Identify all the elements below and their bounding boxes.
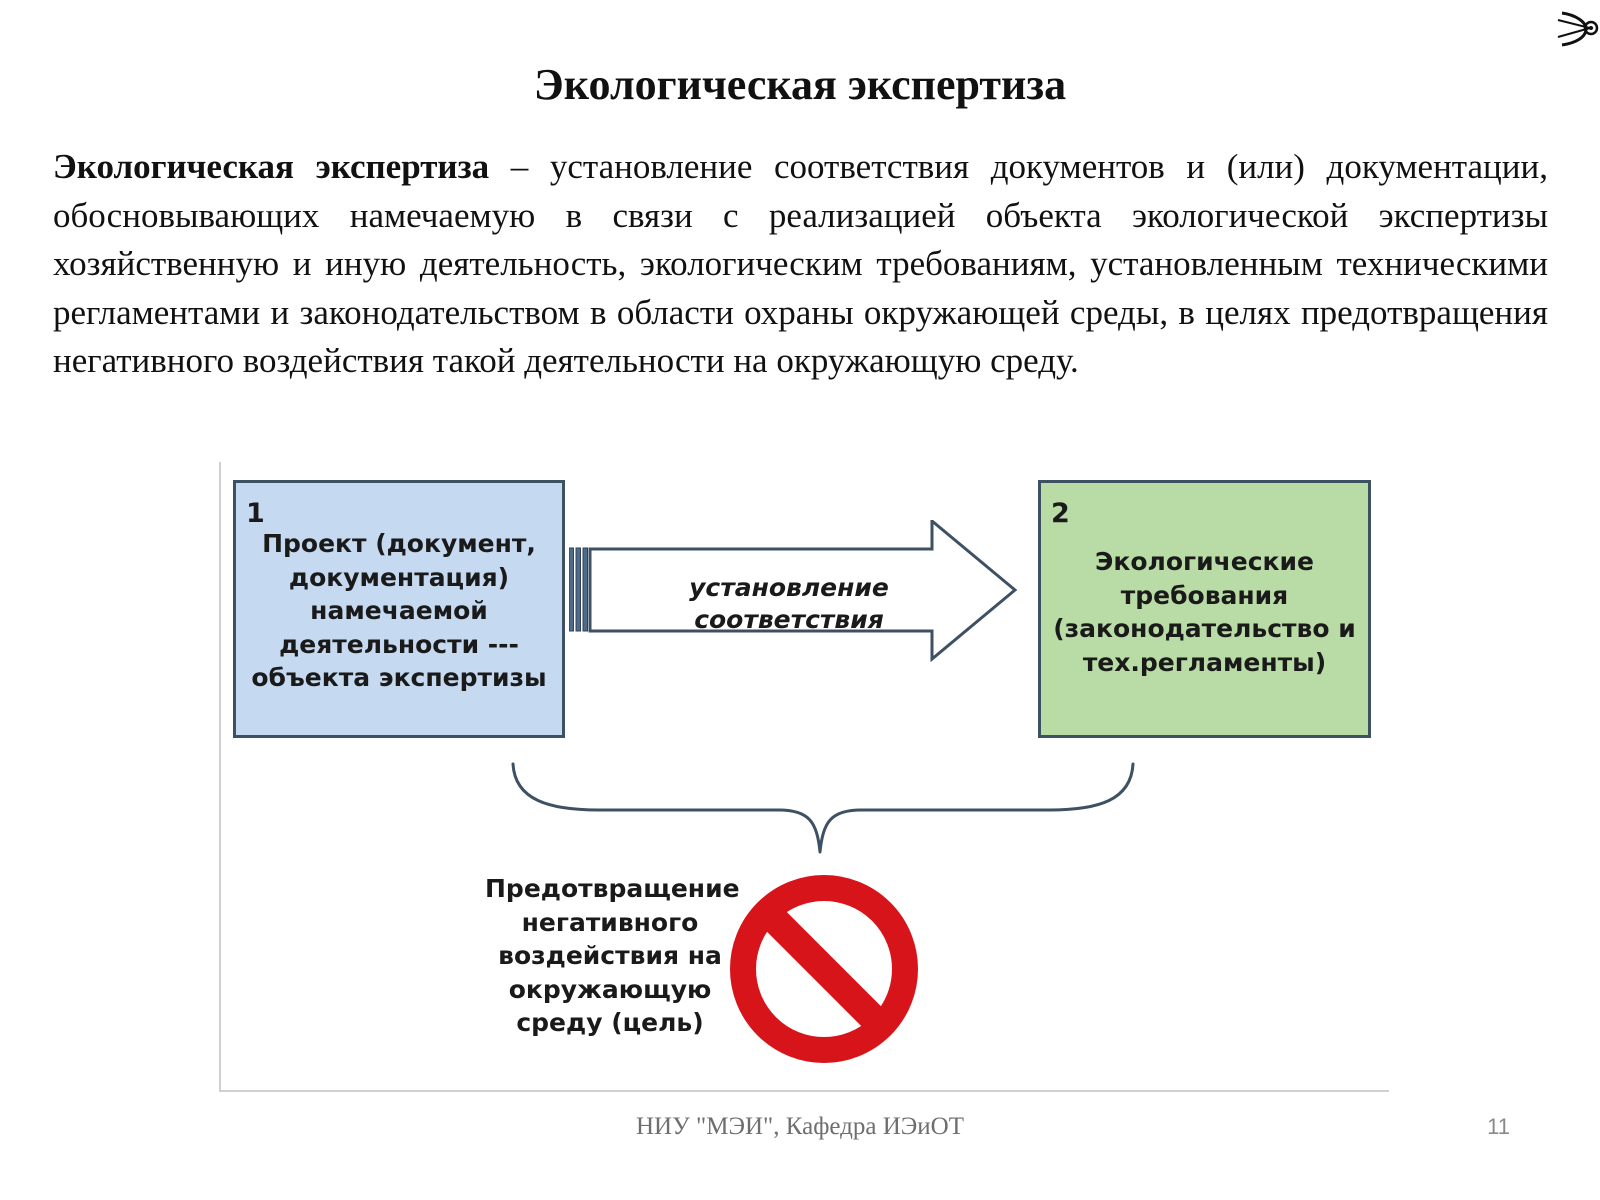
requirements-box-line: (законодательство и: [1053, 614, 1356, 643]
diagram-frame-bottom: [219, 1090, 1389, 1092]
slide-title: Экологическая экспертиза: [533, 60, 1067, 109]
diagram-frame-left: [219, 462, 221, 1092]
project-box-line: намечаемой: [310, 596, 488, 625]
requirements-box-line: тех.регламенты): [1082, 647, 1327, 677]
arrow-label: установление соответствия: [639, 572, 939, 636]
footer-text: НИУ "МЭИ", Кафедра ИЭиОТ: [636, 1113, 964, 1140]
expertise-diagram: 1 Проект (документ, документация) намеча…: [219, 462, 1389, 1092]
goal-line: окружающую: [508, 974, 712, 1004]
definition-text: – установление соответствия документов и…: [53, 147, 1548, 380]
goal-text: Предотвращение негативного воздействия н…: [485, 872, 740, 1040]
definition-paragraph: Экологическая экспертиза – установление …: [53, 143, 1548, 386]
arrow-label-line: соответствия: [694, 605, 884, 634]
definition-term: Экологическая экспертиза: [53, 147, 490, 186]
goal-line: воздействия на: [498, 941, 722, 970]
project-box-text: Проект (документ, документация) намечаем…: [244, 527, 554, 695]
goal-line: негативного: [521, 907, 699, 937]
arrow-label-line: установление: [689, 573, 889, 602]
curly-brace: [511, 762, 1135, 854]
requirements-box-number: 2: [1051, 498, 1070, 529]
goal-line: среду (цель): [516, 1008, 704, 1037]
requirements-box-text: Экологические требования (законодательст…: [1049, 545, 1360, 679]
institution-logo-icon: [1557, 11, 1599, 47]
project-box-line: деятельности ---: [279, 629, 519, 659]
requirements-box: 2 Экологические требования (законодатель…: [1038, 480, 1371, 738]
requirements-box-line: Экологические: [1095, 547, 1314, 576]
project-box-line: объекта экспертизы: [251, 663, 547, 692]
project-box-line: Проект (документ,: [262, 529, 536, 558]
project-box: 1 Проект (документ, документация) намеча…: [233, 480, 565, 738]
prohibition-sign-icon: [730, 875, 918, 1063]
compliance-arrow: [569, 520, 1018, 663]
page-number: 11: [1487, 1114, 1510, 1139]
project-box-number: 1: [246, 498, 265, 529]
goal-line: Предотвращение: [485, 874, 740, 903]
requirements-box-line: требования: [1120, 580, 1289, 610]
project-box-line: документация): [288, 562, 510, 592]
